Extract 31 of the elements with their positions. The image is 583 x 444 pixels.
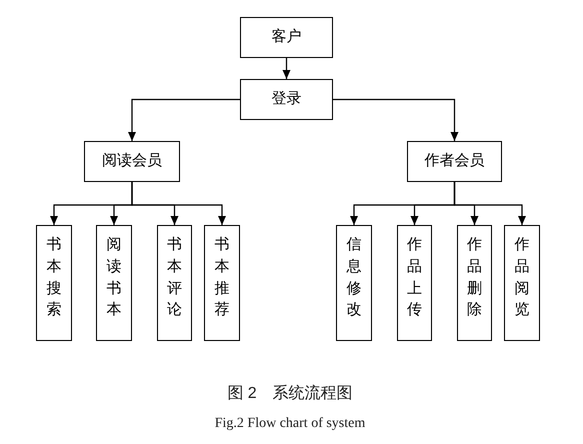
arrow [131,182,226,225]
node-label: 客户 [272,28,302,47]
process-box [240,17,333,58]
node-label: 阅读会员 [102,152,162,171]
arrow [128,98,240,141]
process-box [36,225,72,341]
process-box [96,225,132,341]
process-box [84,141,180,182]
arrow [454,182,526,225]
process-box [157,225,192,341]
caption-text: Fig.2 Flow chart of system [214,415,366,432]
process-box [336,225,372,341]
node-label: 登录 [272,90,302,109]
process-box [407,141,502,182]
figure-caption: 图 2 系统流程图 [226,384,354,404]
process-box [397,225,432,341]
process-box [504,225,540,341]
process-box [240,79,333,120]
node-label: 作品阅览 [514,235,530,320]
node-label: 作品删除 [467,235,482,320]
arrow [282,58,290,79]
node-label: 阅读书本 [106,235,122,320]
node-label: 书本推荐 [214,235,230,320]
node-label: 书本搜索 [46,235,62,320]
node-label: 作者会员 [424,152,484,171]
node-label: 信息修改 [346,235,362,320]
node-label: 作品上传 [407,235,422,320]
process-box [204,225,240,341]
process-box [457,225,492,341]
arrow [333,98,458,141]
node-label: 书本评论 [167,235,182,320]
